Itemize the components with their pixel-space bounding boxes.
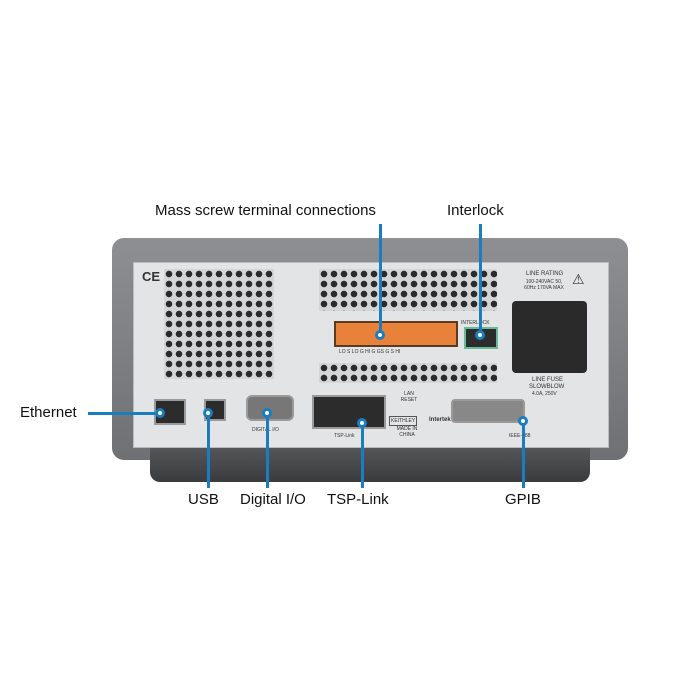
terminal-labels: LO S LO G HI G GS G S HI — [339, 349, 401, 355]
screw-terminal-block[interactable] — [334, 321, 458, 347]
ce-mark: CE — [142, 269, 161, 284]
callout-digital-io: Digital I/O — [240, 491, 306, 508]
ieee-label: IEEE-488 — [509, 433, 531, 439]
vent-middle — [319, 363, 497, 383]
intertek-label: Intertek — [429, 417, 451, 423]
callout-line-interlock — [479, 224, 482, 334]
callout-line-gpib — [522, 420, 525, 488]
callout-dot-gpib — [518, 416, 528, 426]
brand-label: KEITHLEY — [389, 416, 418, 426]
vent-top — [319, 269, 497, 311]
callout-line-digital-io — [266, 412, 269, 488]
line-rating-label: LINE RATING — [526, 271, 564, 277]
slowblow-label: SLOWBLOW — [529, 384, 565, 390]
callout-line-usb — [207, 412, 210, 488]
digital-io-label: DIGITAL I/O — [252, 427, 279, 433]
callout-usb: USB — [188, 491, 219, 508]
callout-line-mass-screw — [379, 224, 382, 334]
fuse-spec: 4.0A, 250V — [532, 391, 557, 397]
callout-dot-ethernet — [155, 408, 165, 418]
gpib-port[interactable] — [451, 399, 525, 423]
power-inlet[interactable] — [512, 301, 587, 373]
made-in-label: MADE IN CHINA — [396, 426, 418, 438]
tsp-link-label: TSP-Link — [334, 433, 355, 439]
callout-dot-interlock — [475, 330, 485, 340]
line-fuse-label: LINE FUSE — [532, 377, 564, 383]
callout-dot-mass-screw — [375, 330, 385, 340]
warning-icon: ⚠ — [572, 271, 585, 287]
line-rating-spec: 100-240VAC 50, 60Hz 170VA MAX — [524, 279, 564, 291]
callout-dot-tsp-link — [357, 418, 367, 428]
callout-gpib: GPIB — [505, 491, 541, 508]
tsp-link-ports[interactable] — [312, 395, 386, 429]
rear-panel: CE LO S LO G HI G GS G S HI INTERLOCK LI… — [133, 262, 609, 448]
interlock-label: INTERLOCK — [461, 320, 490, 326]
vent-left — [164, 269, 274, 379]
callout-ethernet: Ethernet — [20, 404, 77, 421]
callout-interlock: Interlock — [447, 202, 504, 219]
lan-reset-label: LAN RESET — [400, 391, 418, 403]
callout-dot-digital-io — [262, 408, 272, 418]
callout-line-tsp-link — [361, 422, 364, 488]
callout-tsp-link: TSP-Link — [327, 491, 389, 508]
callout-line-ethernet — [88, 412, 158, 415]
callout-mass-screw: Mass screw terminal connections — [155, 202, 376, 219]
callout-dot-usb — [203, 408, 213, 418]
